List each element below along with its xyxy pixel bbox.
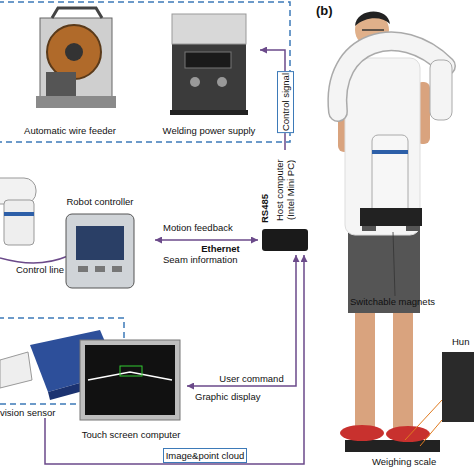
connector-label: Image&point cloud [163,448,248,463]
screen-display [85,345,175,415]
robot-base [360,208,422,226]
power-supply-photo [170,14,248,115]
node-caption: Automatic wire feeder [24,125,116,136]
magnet [362,226,376,231]
connector-label: User command [219,373,283,384]
leader-line [393,232,395,296]
signal-name: Control line [16,264,64,275]
glasses [362,29,384,31]
arm-joint [4,200,34,245]
connector-label: Ethernet [201,243,240,254]
feeder-handle [52,8,102,18]
leader-line [405,400,442,440]
robot-base-link [372,135,408,215]
bus-name: RS485 [259,194,270,223]
leg [355,305,375,430]
node-caption: Host computer (Intel Mini PC) [274,150,296,230]
wire-feeder-photo [36,8,116,108]
feeder-base [36,96,116,108]
supply-top [172,14,246,44]
signal-connector [45,255,304,464]
robot-stripe [372,150,408,154]
controller-button [78,266,88,272]
node-caption: Touch screen computer [82,429,181,440]
mini-pc [262,229,308,251]
controller-button [95,266,105,272]
controller-button [112,266,122,272]
robot-arm-photo [0,178,36,245]
connector-label: Control signal [277,71,294,133]
wire-feeder-node: Automatic wire feeder [14,5,126,136]
robot-controller-photo [66,214,134,288]
part-label: Switchable magnets [350,296,435,307]
sensor-mount [0,352,32,388]
supply-case [172,14,246,112]
touch-screen-photo [80,340,180,420]
screen-bezel [80,340,180,420]
shoe [386,426,430,442]
signal-connector [187,255,296,386]
part-label: Weighing scale [372,456,436,467]
supply-display [185,52,231,68]
signal-name: Seam information [163,254,237,265]
leg [393,305,413,430]
group-frame [0,2,290,142]
seam-window [120,366,142,376]
signal-name: Motion feedback [163,222,233,233]
operator-photo [337,11,474,452]
vision-sensor-node: vision sensor [0,318,125,418]
controller-screen [76,226,124,260]
control-cable [0,256,68,263]
feeder-frame [40,18,112,98]
signal-connector [155,239,258,241]
supply-feet [170,110,248,115]
controller-body [66,214,134,288]
spool-hub [65,43,83,61]
supply-knob [190,77,200,87]
power-supply-node: Welding power supply [158,5,260,136]
hair [355,11,390,26]
shoe [340,425,384,441]
leader-line [420,420,442,446]
arm-stripe [4,212,34,216]
supply-knob [217,77,227,87]
touch-screen-node: Touch screen computer [75,336,187,440]
part-label: Hun [452,336,469,347]
robot-controller-node: Robot controller [45,196,155,292]
wire-spool [47,25,101,79]
node-caption: vision sensor [0,407,55,418]
weighing-scale [345,440,440,452]
magnet [406,226,420,231]
inset-photo [442,352,474,422]
panel-letter: (b) [316,5,333,16]
robot-joint [430,60,452,120]
node-caption: Welding power supply [163,125,256,136]
node-caption: Robot controller [66,196,133,207]
feed-motor [46,72,76,96]
signal-name: Graphic display [195,391,260,402]
